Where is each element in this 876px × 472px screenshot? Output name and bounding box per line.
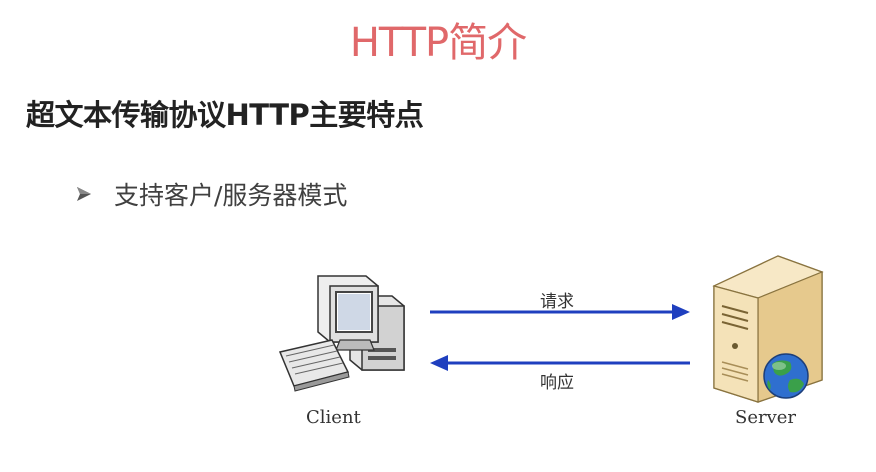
arrowhead-bullet-icon bbox=[77, 187, 91, 201]
client-label: Client bbox=[306, 407, 361, 428]
response-arrow bbox=[430, 355, 690, 371]
desktop-computer-icon bbox=[278, 275, 405, 392]
server-label: Server bbox=[735, 407, 797, 428]
bullet-item: 支持客户/服务器模式 bbox=[76, 176, 347, 212]
bullet-text: 支持客户/服务器模式 bbox=[114, 181, 348, 210]
slide-title: HTTP简介 bbox=[349, 20, 527, 66]
slide-subtitle: 超文本传输协议HTTP主要特点 bbox=[26, 98, 424, 132]
globe-icon bbox=[763, 353, 809, 399]
request-arrow bbox=[430, 304, 690, 320]
request-label: 请求 bbox=[540, 292, 574, 312]
response-label: 响应 bbox=[540, 373, 574, 393]
